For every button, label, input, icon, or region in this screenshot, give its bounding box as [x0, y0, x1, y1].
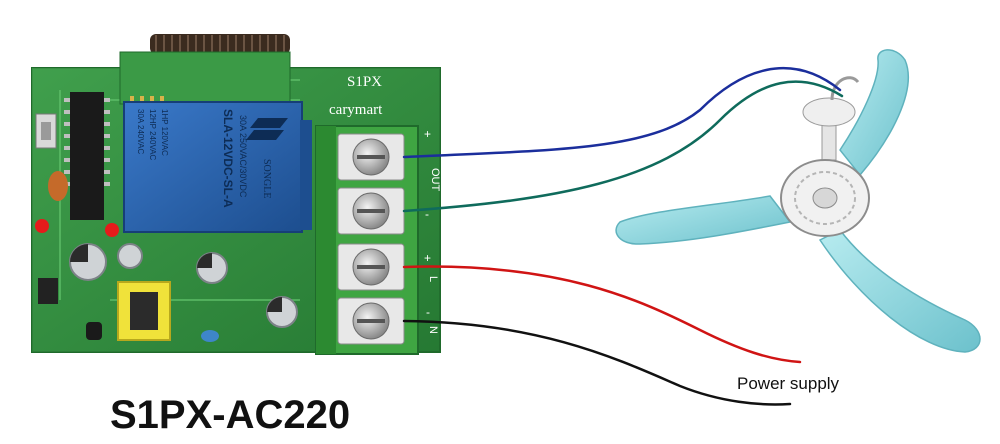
product-name-label: S1PX-AC220: [110, 393, 350, 437]
relay-brand-text: SONGLE: [261, 159, 272, 198]
terminal-2: [337, 187, 405, 235]
relay-rating-4-text: 30A 240VAC: [136, 109, 145, 154]
fan-hook: [830, 76, 860, 101]
relay-rating-3-text: 12HP 240VAC: [148, 109, 157, 161]
relay-model-text: SLA-12VDC-SL-A: [221, 109, 235, 208]
ceramic-capacitor: [48, 171, 68, 201]
relay-rating-1-text: 30A 250VAC/30VDC: [238, 115, 248, 198]
power-supply-label: Power supply: [737, 374, 840, 393]
wire-black: [402, 319, 792, 406]
terminal-label-l: L: [427, 276, 439, 282]
relay-board: SLA-12VDC-SL-A 30A 250VAC/30VDC SONGLE 1…: [31, 34, 441, 355]
fan-blade-left: [615, 195, 792, 245]
relay-rating-2-text: 1HP 120VAC: [160, 109, 169, 156]
ic-chip: [70, 92, 104, 220]
electrolytic-capacitors: [69, 243, 298, 328]
wire-red: [402, 265, 802, 364]
songle-logo-icon: [246, 118, 288, 140]
jumper: [38, 278, 58, 304]
antenna-coil: [150, 34, 290, 54]
led-red-2: [105, 223, 119, 237]
terminal-label-out: OUT: [429, 168, 441, 192]
terminal-label-l-minus: -: [426, 305, 430, 319]
terminal-label-out-plus: +: [424, 127, 431, 141]
led-red-1: [35, 219, 49, 233]
terminal-block: [315, 125, 419, 355]
terminal-4: [337, 297, 405, 345]
board-brand-label: carymart: [329, 102, 383, 118]
wire-blue: [402, 67, 842, 159]
terminal-1: [337, 133, 405, 181]
terminal-label-l-plus: +: [424, 251, 431, 265]
terminal-3: [337, 243, 405, 291]
ceiling-fan: [615, 49, 981, 353]
wire-teal: [402, 80, 844, 213]
rf-module: [119, 51, 291, 105]
wires: [402, 67, 844, 406]
terminal-label-n: N: [427, 326, 439, 334]
fan-blade-top: [839, 49, 910, 177]
terminal-label-out-minus: -: [425, 207, 429, 221]
fan-blade-bottom: [818, 229, 981, 353]
relay: SLA-12VDC-SL-A 30A 250VAC/30VDC SONGLE 1…: [123, 101, 312, 233]
board-model-label: S1PX: [347, 74, 382, 90]
